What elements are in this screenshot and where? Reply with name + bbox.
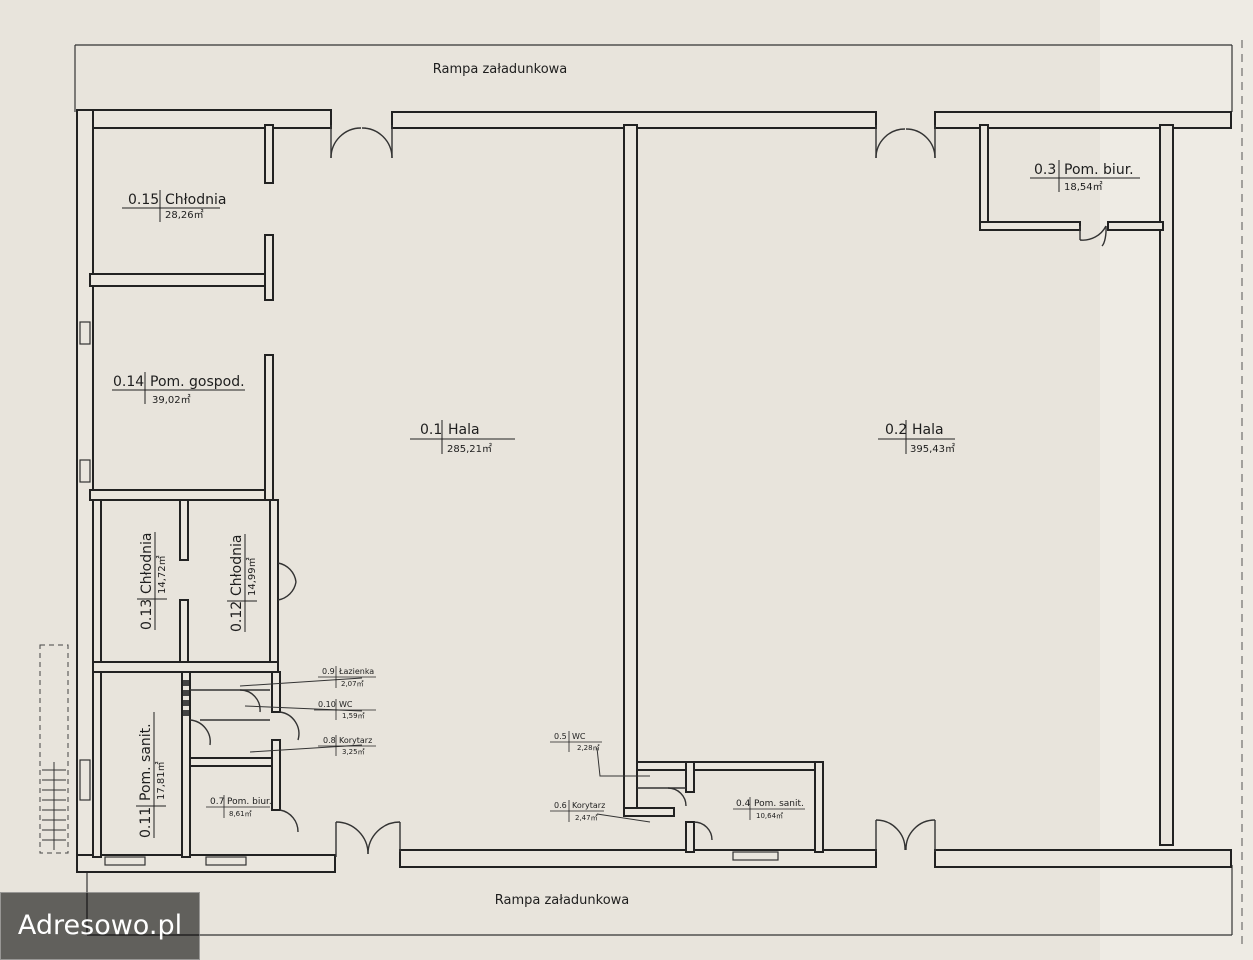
svg-text:0.1: 0.1: [420, 422, 442, 438]
svg-text:Pom. gospod.: Pom. gospod.: [150, 374, 245, 390]
room-label-013: 0.13 Chłodnia 14,72㎡: [137, 532, 168, 630]
svg-text:0.6: 0.6: [554, 801, 567, 810]
svg-text:0.10: 0.10: [318, 700, 336, 709]
ramp-bottom-label: Rampa załadunkowa: [495, 893, 630, 908]
door-sanit-block: [189, 689, 300, 833]
svg-text:17,81㎡: 17,81㎡: [155, 761, 167, 800]
svg-text:0.8: 0.8: [323, 736, 336, 745]
svg-text:Korytarz: Korytarz: [572, 801, 605, 810]
svg-text:Chłodnia: Chłodnia: [139, 533, 155, 594]
svg-text:0.2: 0.2: [885, 422, 907, 438]
sink-fixtures: [183, 680, 189, 716]
svg-text:WC: WC: [339, 700, 353, 709]
svg-text:8,61㎡: 8,61㎡: [229, 810, 252, 818]
svg-text:0.13: 0.13: [139, 599, 155, 630]
svg-text:0.7: 0.7: [210, 797, 224, 807]
room-label-07: 0.7 Pom. biur. 8,61㎡: [206, 795, 272, 818]
door-bottom-right: [875, 819, 936, 852]
svg-text:0.12: 0.12: [229, 601, 245, 632]
door-bottom-left: [335, 821, 401, 857]
room-label-09: 0.9 Łazienka 2,07㎡: [318, 666, 376, 688]
window-marks: [79, 321, 779, 866]
outer-walls: [76, 109, 1232, 873]
svg-text:0.15: 0.15: [128, 192, 159, 208]
svg-text:Korytarz: Korytarz: [339, 736, 372, 745]
svg-text:3,25㎡: 3,25㎡: [342, 748, 365, 756]
room-label-010: 0.10 WC 1,59㎡: [314, 699, 376, 720]
svg-text:2,07㎡: 2,07㎡: [341, 680, 364, 688]
watermark-badge: Adresowo.pl: [0, 892, 200, 960]
svg-text:WC: WC: [572, 732, 586, 741]
room-label-04: 0.4 Pom. sanit. 10,64㎡: [733, 797, 805, 820]
svg-text:14,72㎡: 14,72㎡: [156, 555, 168, 594]
svg-text:Łazienka: Łazienka: [338, 667, 374, 676]
door-cold-012: [277, 562, 297, 601]
door-office-03: [1079, 225, 1107, 247]
svg-text:0.14: 0.14: [113, 374, 144, 390]
svg-text:Pom. biur.: Pom. biur.: [227, 797, 272, 807]
svg-text:Pom. sanit.: Pom. sanit.: [138, 723, 154, 801]
room-label-06: 0.6 Korytarz 2,47㎡: [550, 800, 605, 822]
svg-text:2,47㎡: 2,47㎡: [575, 814, 598, 822]
svg-text:Hala: Hala: [448, 422, 480, 438]
room-label-011: 0.11 Pom. sanit. 17,81㎡: [136, 712, 167, 838]
room-label-014: 0.14 Pom. gospod. 39,02㎡: [112, 372, 245, 406]
svg-text:0.4: 0.4: [736, 799, 751, 809]
svg-text:Pom. sanit.: Pom. sanit.: [754, 799, 804, 809]
ramp-top-label: Rampa załadunkowa: [433, 62, 568, 77]
interior-walls: [89, 124, 1164, 858]
svg-text:2,28㎡: 2,28㎡: [577, 744, 600, 752]
paper-fold: [1100, 0, 1253, 960]
svg-text:0.9: 0.9: [322, 667, 335, 676]
svg-text:28,26㎡: 28,26㎡: [165, 209, 204, 221]
svg-text:Chłodnia: Chłodnia: [165, 192, 226, 208]
room-label-08: 0.8 Korytarz 3,25㎡: [318, 735, 376, 756]
room-label-05: 0.5 WC 2,28㎡: [550, 731, 602, 752]
svg-text:395,43㎡: 395,43㎡: [910, 443, 955, 455]
door-top-left: [330, 125, 393, 159]
svg-text:10,64㎡: 10,64㎡: [756, 812, 783, 820]
door-top-right: [875, 125, 936, 159]
svg-text:18,54㎡: 18,54㎡: [1064, 181, 1103, 193]
room-label-03: 0.3 Pom. biur. 18,54㎡: [1030, 160, 1140, 193]
svg-text:0.3: 0.3: [1034, 162, 1056, 178]
svg-text:Hala: Hala: [912, 422, 944, 438]
svg-text:0.11: 0.11: [138, 807, 154, 838]
ramp-top-outline: [74, 44, 1233, 112]
door-wc-05: [637, 787, 713, 841]
svg-text:0.5: 0.5: [554, 732, 567, 741]
svg-text:14,99㎡: 14,99㎡: [246, 557, 258, 596]
room-label-02: 0.2 Hala 395,43㎡: [878, 420, 955, 455]
room-label-015: 0.15 Chłodnia 28,26㎡: [122, 190, 226, 222]
svg-text:Pom. biur.: Pom. biur.: [1064, 162, 1134, 178]
svg-text:285,21㎡: 285,21㎡: [447, 443, 492, 455]
external-stairs: [39, 644, 69, 854]
svg-text:39,02㎡: 39,02㎡: [152, 394, 191, 406]
room-label-012: 0.12 Chłodnia 14,99㎡: [227, 534, 258, 632]
room-label-01: 0.1 Hala 285,21㎡: [410, 420, 515, 455]
svg-text:1,59㎡: 1,59㎡: [342, 712, 365, 720]
svg-text:Chłodnia: Chłodnia: [229, 535, 245, 596]
